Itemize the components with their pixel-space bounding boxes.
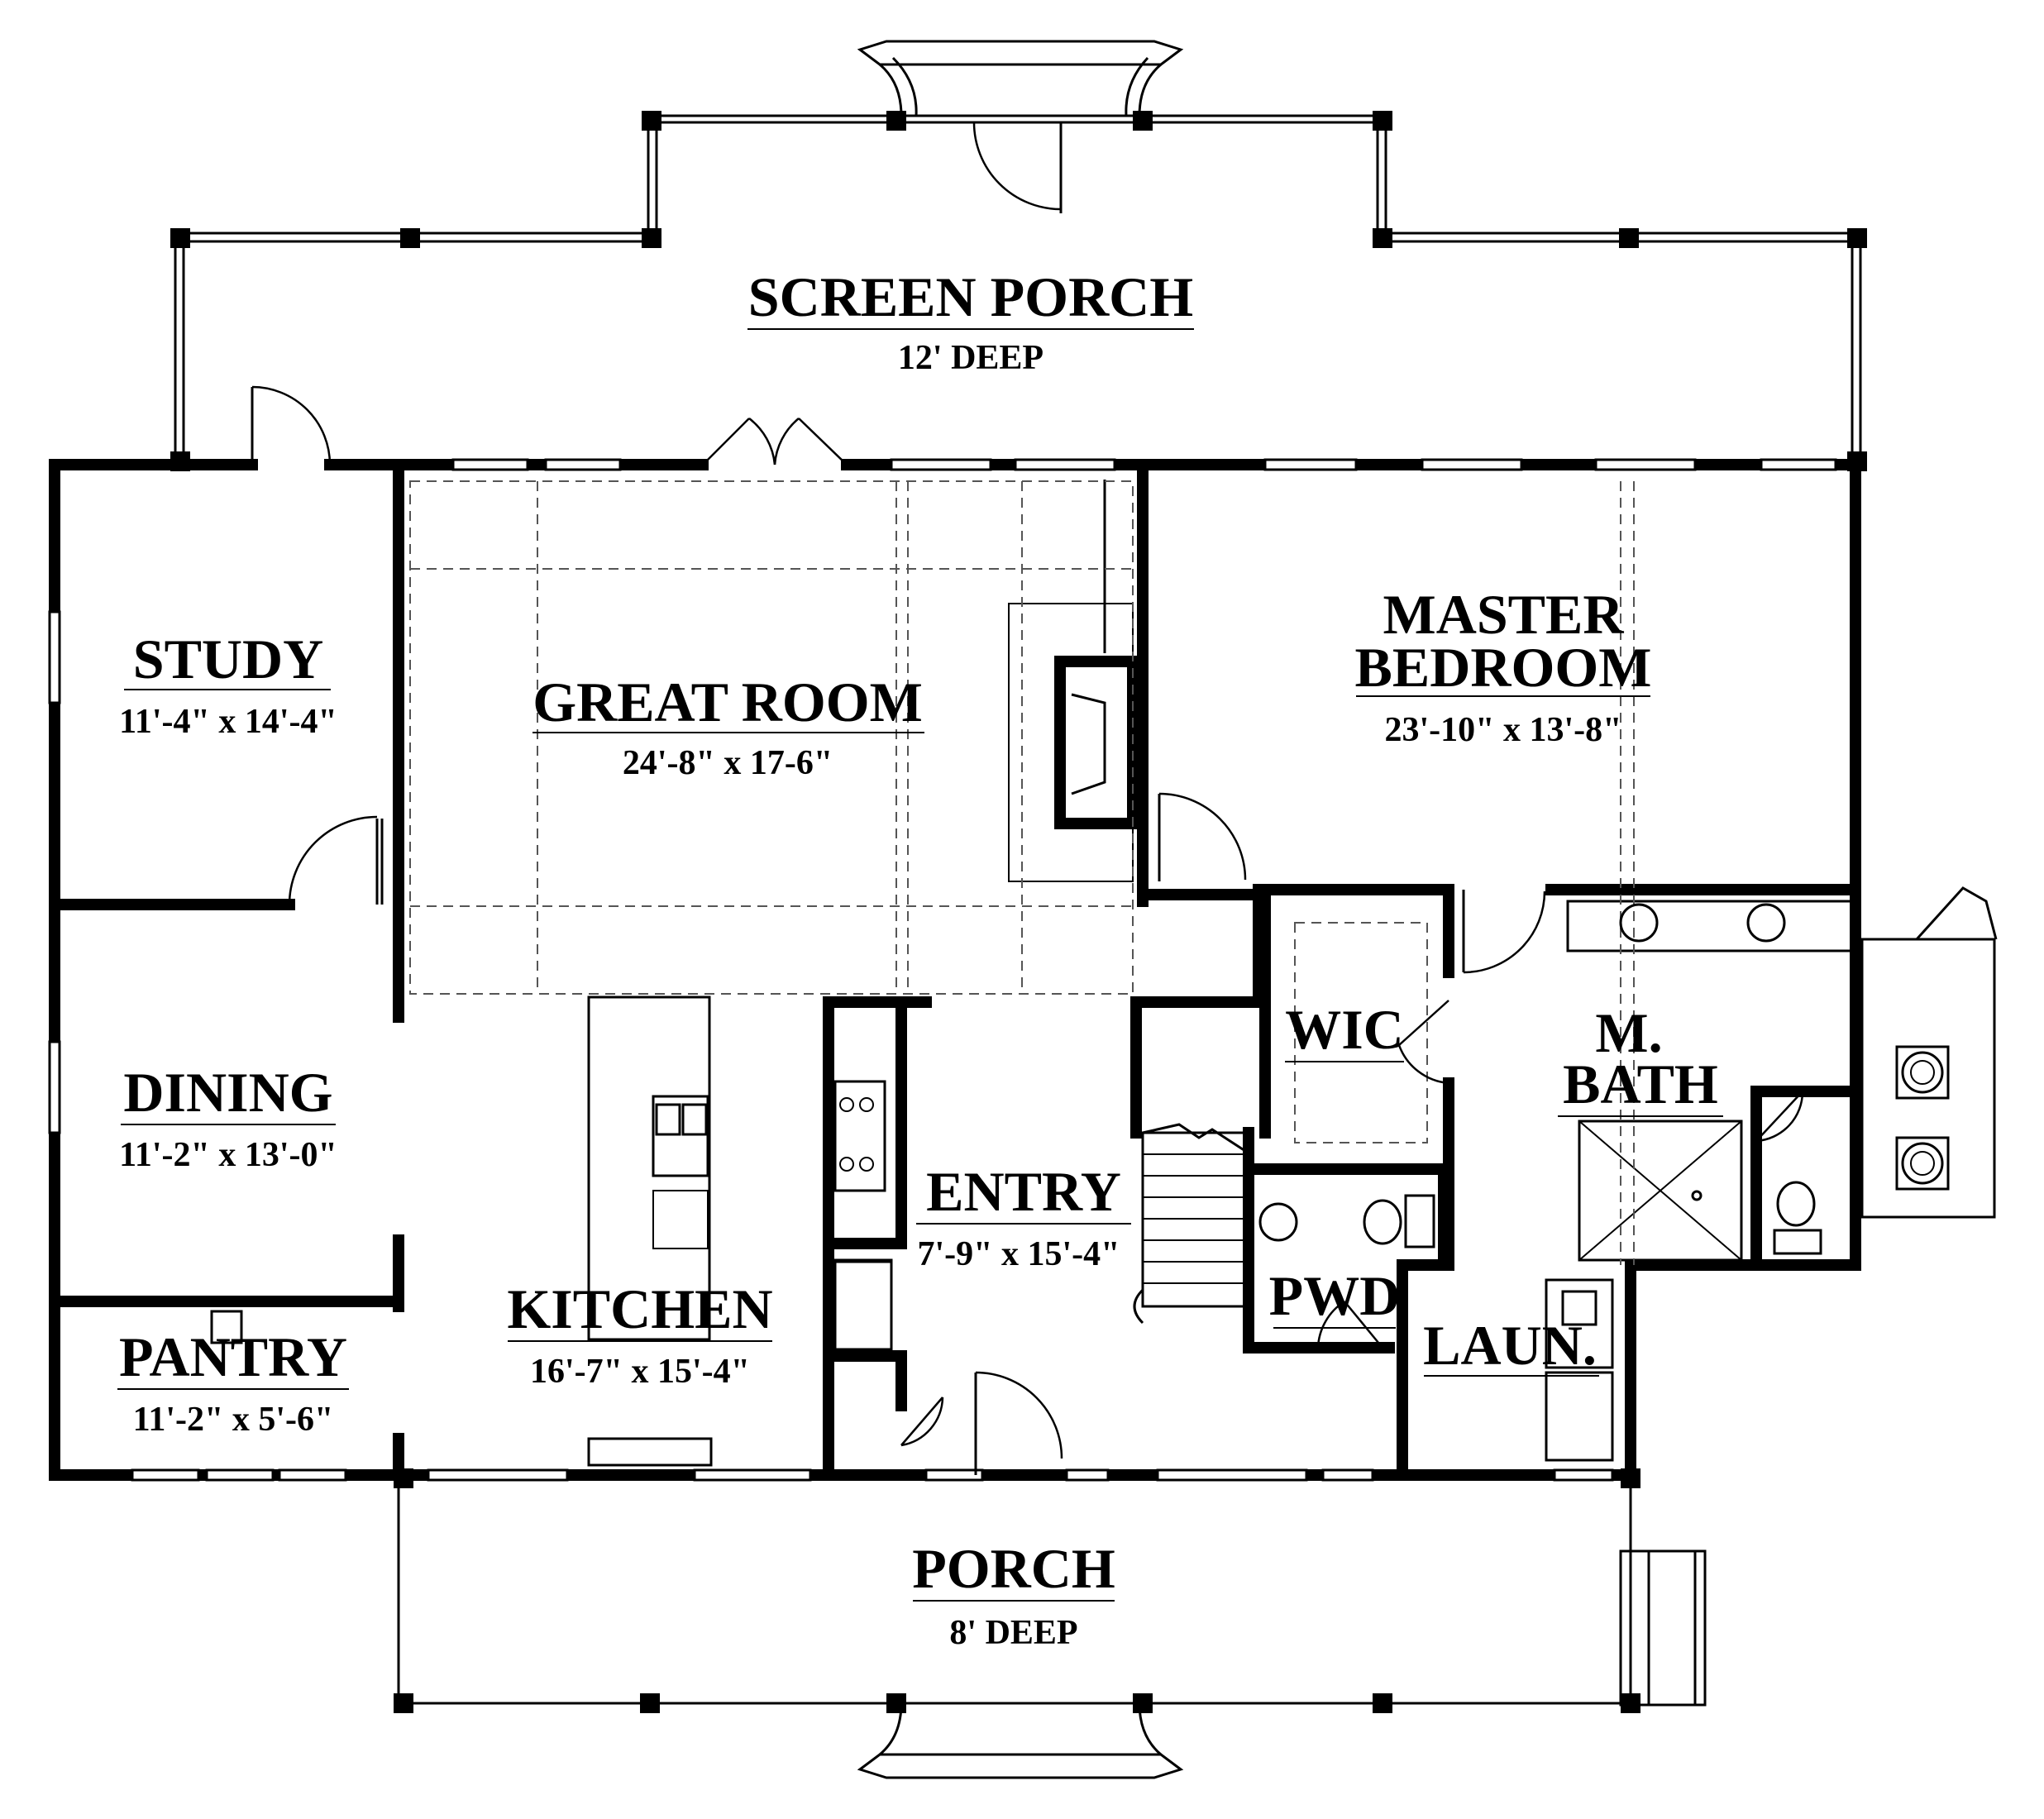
interior-walls xyxy=(49,459,1861,1481)
screen-porch-dim: 12' DEEP xyxy=(898,339,1043,377)
master-bedroom-dim: 23'-10" x 13'-8" xyxy=(1385,711,1622,749)
wic-name: WIC xyxy=(1285,998,1404,1061)
great-room-name: GREAT ROOM xyxy=(532,671,923,733)
stairs xyxy=(1133,1123,1247,1325)
study-name: STUDY xyxy=(133,628,324,690)
dining-dim: 11'-2" x 13'-0" xyxy=(119,1136,337,1174)
m-bath-name-line1: M. xyxy=(1595,1001,1662,1064)
room-label-pantry: PANTRY 11'-2" x 5'-6" xyxy=(117,1325,349,1439)
room-label-dining: DINING 11'-2" x 13'-0" xyxy=(119,1061,337,1174)
master-bedroom-name-line2: BEDROOM xyxy=(1355,636,1652,699)
master-bedroom-name-line1: MASTER xyxy=(1383,583,1625,646)
pantry-name: PANTRY xyxy=(119,1325,347,1388)
kitchen-dim: 16'-7" x 15'-4" xyxy=(530,1353,750,1391)
pwd-name: PWD xyxy=(1269,1264,1401,1327)
room-label-screen-porch: SCREEN PORCH 12' DEEP xyxy=(747,265,1194,377)
great-room-beams xyxy=(409,480,1635,1265)
room-label-master-bedroom: MASTER BEDROOM 23'-10" x 13'-8" xyxy=(1355,583,1652,749)
entry-dim: 7'-9" x 15'-4" xyxy=(918,1235,1120,1273)
bath-fixtures xyxy=(1258,903,1822,1255)
screen-porch-outline xyxy=(174,114,1862,460)
porch-dim: 8' DEEP xyxy=(949,1614,1077,1652)
laun-name: LAUN. xyxy=(1423,1314,1597,1377)
screen-porch-door xyxy=(972,122,1063,213)
great-room-french-doors xyxy=(702,418,848,465)
room-label-great-room: GREAT ROOM 24'-8" x 17-6" xyxy=(532,671,924,782)
screen-porch-steps xyxy=(857,40,1184,117)
room-label-m-bath: M. BATH xyxy=(1558,1001,1723,1117)
study-dim: 11'-4" x 14'-4" xyxy=(119,703,337,741)
kitchen-fixtures xyxy=(210,995,893,1467)
room-label-pwd: PWD xyxy=(1269,1264,1401,1329)
interior-doors xyxy=(288,792,1804,1475)
study-porch-door xyxy=(251,385,332,465)
room-label-study: STUDY 11'-4" x 14'-4" xyxy=(119,628,337,741)
screen-porch-name: SCREEN PORCH xyxy=(748,265,1193,328)
pantry-dim: 11'-2" x 5'-6" xyxy=(133,1401,334,1439)
laundry-machines xyxy=(1545,1278,1614,1462)
room-label-kitchen: KITCHEN 16'-7" x 15'-4" xyxy=(507,1277,772,1391)
porch-name: PORCH xyxy=(912,1537,1115,1600)
room-label-laun: LAUN. xyxy=(1423,1314,1599,1377)
front-porch xyxy=(394,1468,1707,1779)
m-bath-name-line2: BATH xyxy=(1563,1053,1718,1115)
entry-name: ENTRY xyxy=(926,1160,1121,1223)
side-porch xyxy=(1860,886,1998,1219)
room-label-porch: PORCH 8' DEEP xyxy=(912,1537,1115,1652)
dining-name: DINING xyxy=(123,1061,332,1124)
windows xyxy=(48,458,1837,1482)
room-label-entry: ENTRY 7'-9" x 15'-4" xyxy=(916,1160,1131,1273)
great-room-dim: 24'-8" x 17-6" xyxy=(623,744,833,782)
room-label-wic: WIC xyxy=(1285,998,1404,1062)
kitchen-name: KITCHEN xyxy=(507,1277,772,1340)
